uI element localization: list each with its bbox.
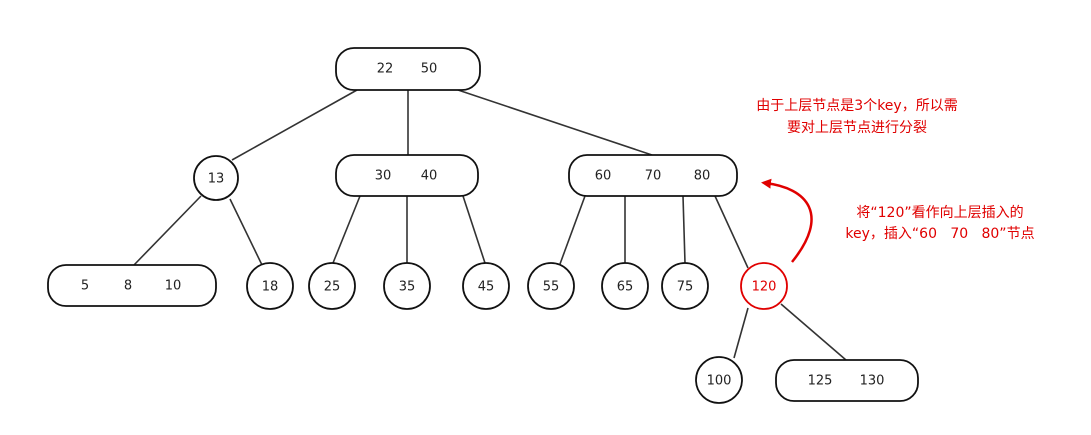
edge-60-70-80-55 <box>559 195 586 265</box>
key: 70 <box>645 169 662 184</box>
node-13: 13 <box>193 155 239 201</box>
node-60-70-80: 60 70 80 <box>568 154 738 197</box>
key: 120 <box>752 280 777 295</box>
edge-root-13 <box>231 89 358 161</box>
split-note-line2: 要对上层节点进行分裂 <box>787 120 927 136</box>
edge-120-100 <box>733 307 749 359</box>
node-100: 100 <box>695 356 743 404</box>
insert-note-line2: key，插入“60 70 80”节点 <box>845 226 1034 242</box>
key: 45 <box>478 280 495 295</box>
node-root: 22 50 <box>335 47 481 91</box>
key: 40 <box>421 169 438 184</box>
edge-120-125-130 <box>780 303 847 361</box>
key: 10 <box>165 279 182 294</box>
insert-note-line1: 将“120”看作向上层插入的 <box>856 205 1023 221</box>
node-55: 55 <box>527 262 575 310</box>
key: 35 <box>399 280 416 295</box>
key: 25 <box>324 280 341 295</box>
key: 80 <box>694 169 711 184</box>
key: 125 <box>808 374 833 389</box>
edge-30-40-25 <box>332 195 361 264</box>
edge-13-5-8-10 <box>133 195 202 266</box>
key: 100 <box>707 374 732 389</box>
key: 75 <box>677 280 694 295</box>
edge-60-70-80-75 <box>682 195 686 264</box>
curved-arrow-icon <box>761 178 813 263</box>
node-75: 75 <box>661 262 709 310</box>
key: 13 <box>208 172 225 187</box>
key: 8 <box>124 279 132 294</box>
node-45: 45 <box>462 262 510 310</box>
edges <box>133 89 847 361</box>
edge-13-18 <box>229 198 263 266</box>
node-5-8-10: 5 8 10 <box>47 264 217 307</box>
edge-60-70-80-120 <box>714 195 749 269</box>
key: 22 <box>377 62 394 77</box>
node-25: 25 <box>308 262 356 310</box>
key: 30 <box>375 169 392 184</box>
node-30-40: 30 40 <box>335 154 479 197</box>
key: 65 <box>617 280 634 295</box>
edge-30-40-45 <box>462 195 486 264</box>
node-65: 65 <box>601 262 649 310</box>
node-18: 18 <box>246 262 294 310</box>
key: 50 <box>421 62 438 77</box>
key: 5 <box>81 279 89 294</box>
split-note-line1: 由于上层节点是3个key，所以需 <box>756 98 957 114</box>
key: 55 <box>543 280 560 295</box>
edge-root-60-70-80 <box>457 89 653 156</box>
node-35: 35 <box>383 262 431 310</box>
node-120-highlighted: 120 <box>740 262 788 310</box>
key: 130 <box>860 374 885 389</box>
key: 18 <box>262 280 279 295</box>
key: 60 <box>595 169 612 184</box>
node-125-130: 125 130 <box>775 359 919 402</box>
